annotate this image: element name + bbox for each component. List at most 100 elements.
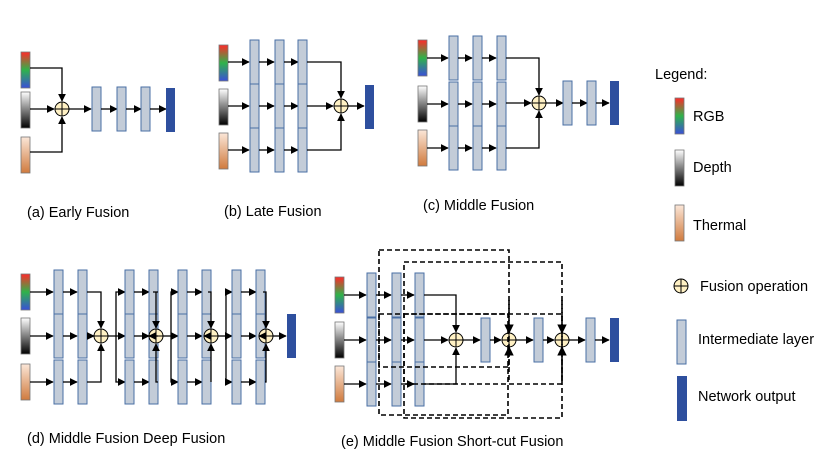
caption-middle-fusion: (c) Middle Fusion: [423, 198, 534, 214]
intermediate-layer: [140, 86, 151, 132]
network-output: [365, 85, 374, 129]
arrow: [307, 61, 345, 99]
network-output-icon: [677, 376, 687, 421]
intermediate-layer: [448, 125, 459, 171]
intermediate-layer: [414, 272, 425, 318]
arrow: [506, 57, 543, 96]
intermediate-layer: [366, 317, 377, 363]
depth-gradient-icon: [674, 149, 685, 187]
shortcut-box: [378, 313, 509, 416]
intermediate-layer: [177, 359, 188, 405]
depth-input: [20, 317, 31, 355]
intermediate-layer: [177, 269, 188, 315]
fusion-operation-icon: [54, 101, 70, 117]
arrow: [207, 291, 215, 329]
panel-early-fusion: [20, 51, 175, 174]
intermediate-layer: [391, 361, 402, 407]
intermediate-layer: [562, 80, 573, 126]
panel-late-fusion: [218, 39, 374, 173]
arrow: [115, 288, 126, 336]
intermediate-layer: [53, 359, 64, 405]
arrow: [30, 116, 66, 153]
intermediate-layer: [496, 81, 507, 127]
legend-intermediate-label: Intermediate layer: [698, 332, 814, 348]
legend-thermal-label: Thermal: [693, 218, 746, 234]
intermediate-layer: [77, 313, 88, 359]
intermediate-layer: [77, 359, 88, 405]
intermediate-layer: [249, 83, 260, 129]
legend-rgb-label: RGB: [693, 109, 724, 125]
intermediate-layer: [177, 313, 188, 359]
intermediate-layer: [472, 125, 483, 171]
thermal-input: [20, 363, 31, 401]
intermediate-layer-icon: [676, 319, 687, 365]
intermediate-layer: [297, 127, 308, 173]
intermediate-layer: [585, 317, 596, 363]
intermediate-layer: [297, 39, 308, 85]
arrow: [506, 110, 543, 149]
caption-early-fusion: (a) Early Fusion: [27, 205, 129, 221]
intermediate-layer: [231, 269, 242, 315]
intermediate-layer: [124, 313, 135, 359]
intermediate-layer: [472, 35, 483, 81]
panel-deep-fusion: [20, 269, 296, 405]
intermediate-layer: [124, 269, 135, 315]
intermediate-layer: [249, 127, 260, 173]
arrow: [424, 347, 460, 385]
intermediate-layer: [53, 313, 64, 359]
intermediate-layer: [297, 83, 308, 129]
intermediate-layer: [496, 125, 507, 171]
network-output: [166, 88, 175, 132]
network-output: [287, 314, 296, 358]
rgb-input: [334, 276, 345, 314]
intermediate-layer: [480, 317, 491, 363]
rgb-input: [20, 51, 31, 89]
depth-input: [218, 88, 229, 126]
rgb-input: [218, 44, 229, 82]
intermediate-layer: [414, 317, 425, 363]
intermediate-layer: [472, 81, 483, 127]
intermediate-layer: [533, 317, 544, 363]
depth-input: [417, 85, 428, 123]
thermal-input: [218, 132, 229, 170]
intermediate-layer: [201, 359, 212, 405]
arrow: [307, 113, 345, 151]
network-output: [610, 318, 619, 362]
thermal-input: [334, 365, 345, 403]
arrow: [224, 288, 233, 336]
intermediate-layer: [586, 80, 597, 126]
legend-output-label: Network output: [698, 389, 796, 405]
legend-title: Legend:: [655, 67, 707, 83]
arrow: [424, 294, 460, 333]
intermediate-layer: [274, 127, 285, 173]
intermediate-layer: [366, 272, 377, 318]
arrow: [152, 291, 160, 329]
legend-depth-label: Depth: [693, 160, 732, 176]
caption-late-fusion: (b) Late Fusion: [224, 204, 322, 220]
intermediate-layer: [448, 35, 459, 81]
arrow: [170, 288, 179, 336]
fusion-operation-icon: [93, 328, 109, 344]
fusion-operation-icon: [333, 98, 349, 114]
network-output: [610, 81, 619, 125]
arrow: [115, 336, 126, 386]
rgb-input: [20, 273, 31, 311]
legend-fusion-label: Fusion operation: [700, 279, 808, 295]
intermediate-layer: [249, 39, 260, 85]
rgb-gradient-icon: [674, 97, 685, 135]
legend: [673, 97, 689, 421]
arrow: [224, 336, 233, 386]
shortcut-box: [403, 313, 563, 419]
intermediate-layer: [231, 313, 242, 359]
panel-middle-fusion: [417, 35, 619, 171]
panel-shortcut-fusion: [334, 249, 619, 419]
thermal-gradient-icon: [674, 204, 685, 242]
depth-input: [20, 91, 31, 129]
caption-shortcut-fusion: (e) Middle Fusion Short-cut Fusion: [341, 434, 563, 450]
intermediate-layer: [391, 272, 402, 318]
depth-input: [334, 321, 345, 359]
thermal-input: [417, 129, 428, 167]
rgb-input: [417, 39, 428, 77]
fusion-operation-icon: [448, 332, 464, 348]
arrow: [262, 343, 270, 383]
